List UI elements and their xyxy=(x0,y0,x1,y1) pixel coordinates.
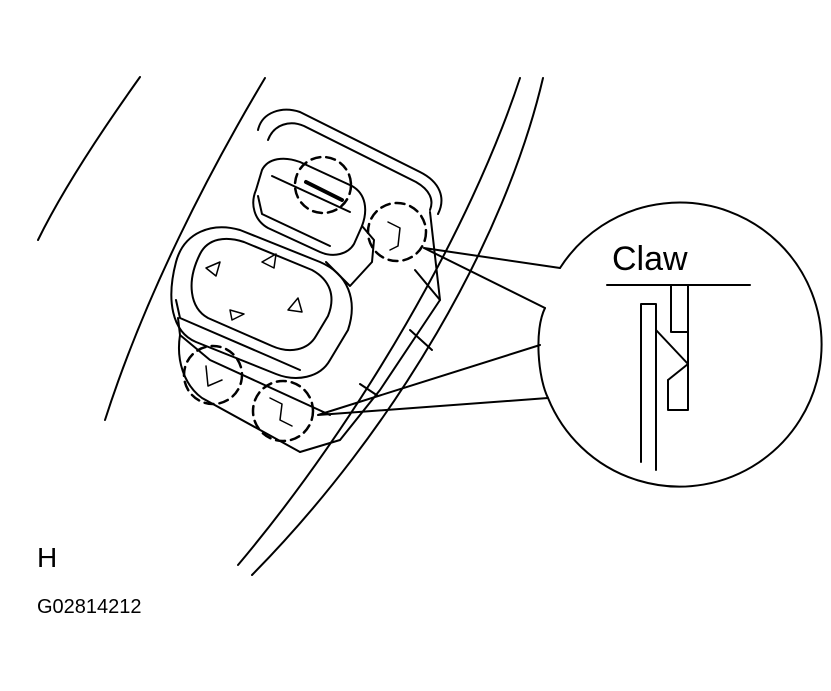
upper-switch-side xyxy=(325,225,375,287)
detail-claw-hook xyxy=(655,329,689,381)
dashed-circle-lower-claw xyxy=(251,379,315,443)
mirror-switch-inner xyxy=(190,237,333,352)
mirror-adjust-switch xyxy=(170,226,353,379)
detail-panel-left xyxy=(640,303,657,471)
claw-label: Claw xyxy=(612,240,688,278)
dashed-circle-upper-switch xyxy=(293,155,353,215)
claw-location-markers xyxy=(182,155,428,443)
trim-edge-right xyxy=(251,77,544,576)
housing-body-right xyxy=(299,211,441,453)
housing-side-step xyxy=(359,269,441,397)
trim-outer-curve xyxy=(37,76,141,241)
claw-details xyxy=(205,221,401,427)
upper-claw-detail xyxy=(387,221,401,251)
view-letter: H xyxy=(37,542,58,573)
leader-lines xyxy=(317,247,561,416)
housing-outer-outline xyxy=(257,108,443,215)
housing-inner-outline xyxy=(267,122,433,211)
dashed-circle-lower-left xyxy=(182,344,244,406)
down-arrow-icon xyxy=(287,297,303,313)
door-trim-panel xyxy=(37,76,544,576)
leader-line-lower xyxy=(317,344,549,416)
mirror-switch-bottom xyxy=(175,299,301,371)
upper-switch-outline xyxy=(252,157,367,256)
lower-claw-detail xyxy=(269,397,293,427)
figure-code: G02814212 xyxy=(37,596,142,618)
mirror-switch-outer xyxy=(170,226,353,379)
upper-switch-inner xyxy=(257,175,351,247)
detail-claw-body xyxy=(667,284,689,411)
left-arrow-icon xyxy=(261,253,277,269)
right-arrow-icon xyxy=(229,309,245,321)
up-arrow-icon xyxy=(205,261,221,277)
leader-line-upper xyxy=(423,247,561,309)
detail-bubble-outline xyxy=(537,201,823,488)
switch-housing xyxy=(177,108,443,453)
lock-indicator-bar xyxy=(304,180,344,202)
lower-left-claw-detail xyxy=(205,365,223,387)
trim-edge-left xyxy=(237,77,521,566)
trim-inner-curve xyxy=(104,77,266,421)
claw-detail-bubble xyxy=(537,201,823,488)
dashed-circle-upper-claw xyxy=(366,201,428,263)
